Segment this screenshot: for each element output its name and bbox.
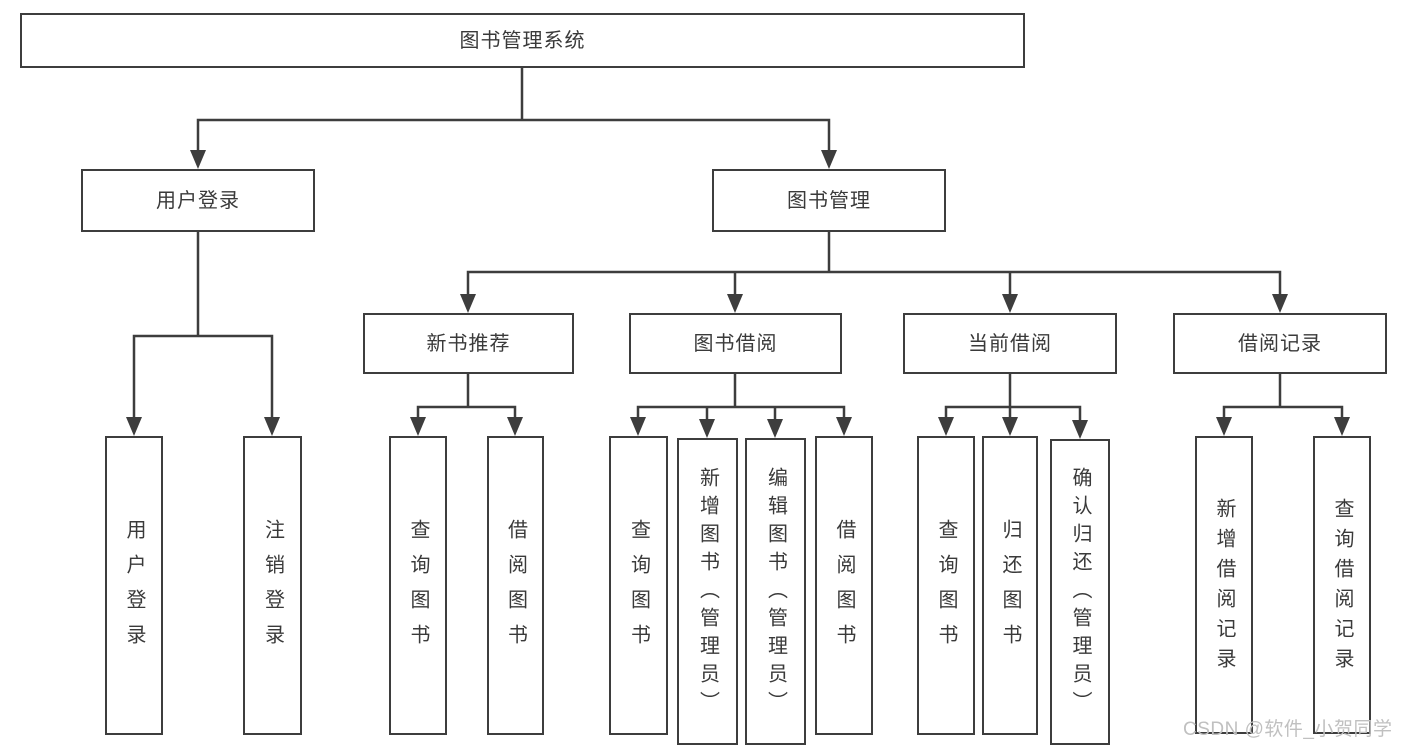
leaf-query-books-current: 查询图书: [917, 436, 975, 735]
leaf-query-borrow-record: 查询借阅记录: [1313, 436, 1371, 734]
node-user-login: 用户登录: [81, 169, 315, 232]
node-library-management-system: 图书管理系统: [20, 13, 1025, 68]
leaf-logout: 注销登录: [243, 436, 302, 735]
leaf-user-login: 用户登录: [105, 436, 163, 735]
leaf-confirm-return-admin: 确认归还（管理员）: [1050, 439, 1110, 745]
connector-user-login-branch: [126, 232, 280, 436]
node-borrowing-records: 借阅记录: [1173, 313, 1387, 374]
leaf-borrow-books-borrowing: 借阅图书: [815, 436, 873, 735]
leaf-borrow-books-recommend: 借阅图书: [487, 436, 544, 735]
leaf-query-books-recommend: 查询图书: [389, 436, 447, 735]
node-current-borrowing: 当前借阅: [903, 313, 1117, 374]
connector-root-to-level2: [190, 68, 837, 169]
connector-new-book-branch: [410, 374, 523, 436]
watermark: CSDN @软件_小贺同学: [1183, 719, 1393, 740]
connector-current-borrowing-branch: [938, 374, 1088, 439]
leaf-query-books-borrowing: 查询图书: [609, 436, 668, 735]
connector-borrowing-records-branch: [1216, 374, 1350, 436]
connector-book-management-branch: [460, 232, 1288, 313]
node-book-borrowing: 图书借阅: [629, 313, 842, 374]
leaf-return-books: 归还图书: [982, 436, 1038, 735]
node-book-management: 图书管理: [712, 169, 946, 232]
leaf-add-borrow-record: 新增借阅记录: [1195, 436, 1253, 734]
node-new-book-recommendation: 新书推荐: [363, 313, 574, 374]
connector-book-borrowing-branch: [630, 374, 852, 438]
leaf-edit-books-admin: 编辑图书（管理员）: [745, 438, 806, 745]
leaf-add-books-admin: 新增图书（管理员）: [677, 438, 738, 745]
